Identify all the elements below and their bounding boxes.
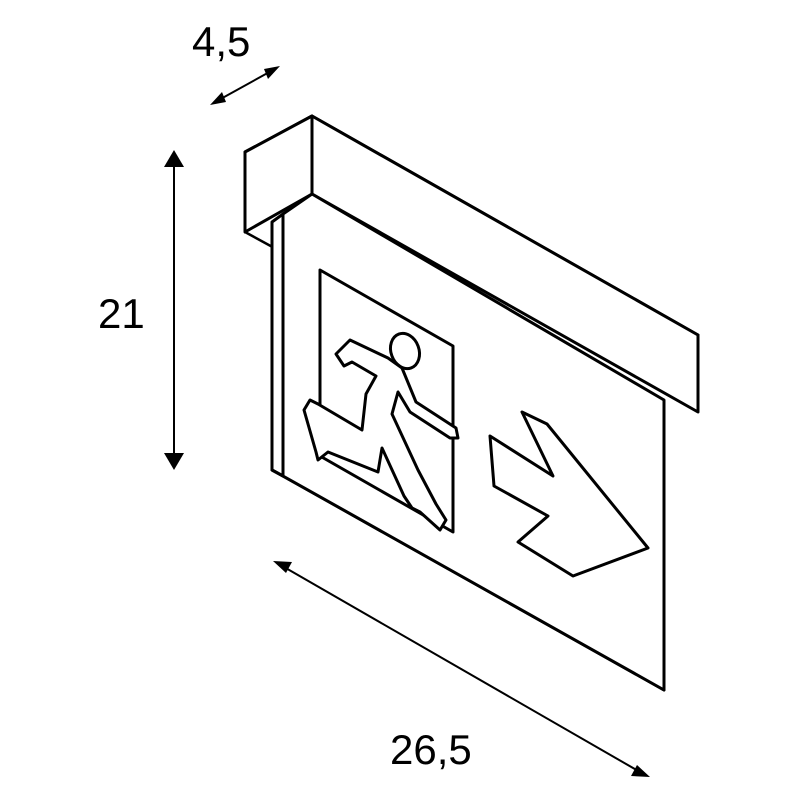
width-arrowhead-start	[273, 561, 292, 573]
right-arrow-icon	[488, 410, 650, 578]
depth-arrowhead-end	[264, 66, 280, 79]
housing-front-face	[310, 114, 700, 414]
running-man-head-icon	[388, 331, 422, 371]
depth-dimension-line	[216, 69, 274, 102]
dimension-height: 21	[98, 150, 184, 470]
width-arrowhead-end	[631, 765, 650, 777]
panel-edge	[270, 212, 285, 478]
height-arrowhead-bottom	[164, 453, 184, 470]
direction-arrow	[488, 410, 650, 578]
running-man-body-icon	[302, 338, 460, 532]
width-dimension-label: 26,5	[390, 726, 472, 773]
height-arrowhead-top	[164, 150, 184, 167]
depth-arrowhead-start	[210, 92, 226, 105]
dimension-depth: 4,5	[192, 18, 280, 105]
depth-dimension-label: 4,5	[192, 18, 250, 65]
housing-box	[243, 114, 700, 414]
width-dimension-line	[283, 566, 641, 773]
dimension-width: 26,5	[273, 561, 650, 777]
height-dimension-label: 21	[98, 290, 145, 337]
exit-pictogram	[302, 268, 460, 534]
